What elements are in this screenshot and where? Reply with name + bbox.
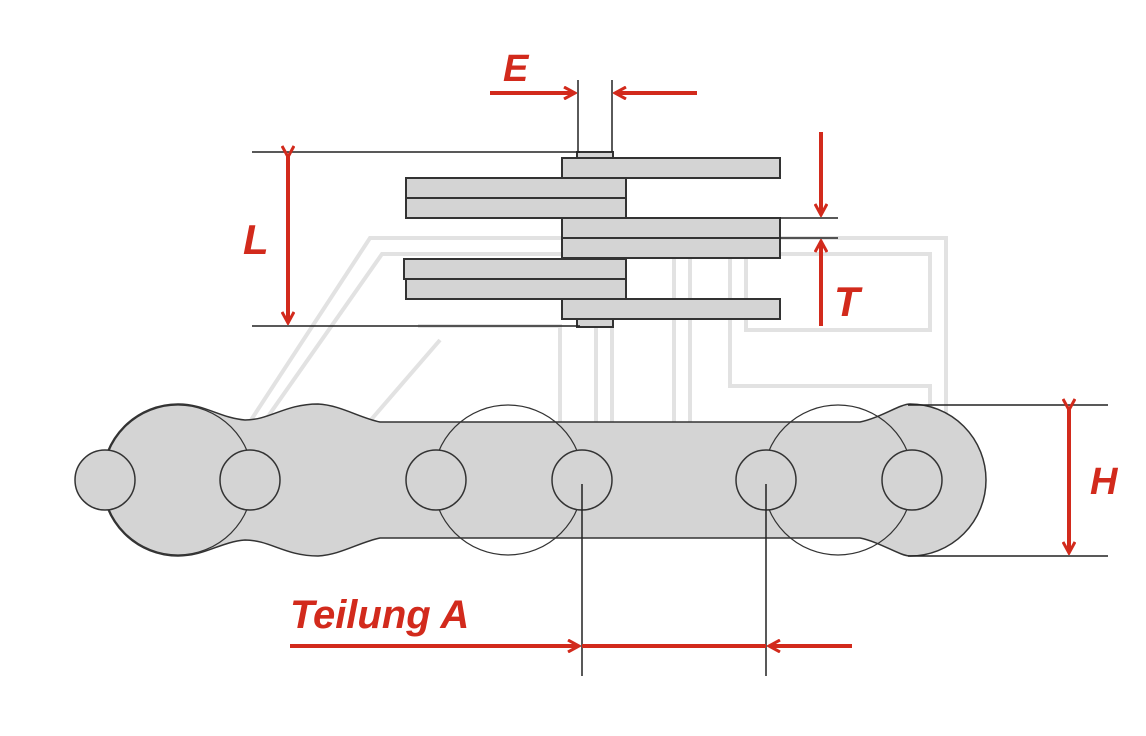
outer-plate-top bbox=[561, 157, 781, 179]
label-e: E bbox=[503, 48, 530, 90]
pin-hole-2 bbox=[219, 449, 281, 511]
plate-stack bbox=[403, 151, 781, 328]
extension-lines bbox=[252, 80, 1108, 676]
pin-hole-6 bbox=[881, 449, 943, 511]
chain-side-view bbox=[74, 403, 987, 557]
outer-plate-mid-b bbox=[561, 237, 781, 259]
pin-bottom bbox=[576, 318, 614, 328]
inner-plate-b bbox=[405, 197, 627, 219]
inner-plate-a bbox=[405, 177, 627, 199]
dimension-labels: E L T H Teilung A bbox=[243, 48, 1119, 637]
label-pitch: Teilung A bbox=[290, 593, 469, 637]
outer-plate-mid-a bbox=[561, 217, 781, 239]
dimension-arrows bbox=[288, 93, 1069, 646]
inner-plate-d bbox=[405, 278, 627, 300]
label-t: T bbox=[834, 278, 863, 325]
pin-hole-1 bbox=[74, 449, 136, 511]
outer-plate-bottom bbox=[561, 298, 781, 320]
pin-hole-3 bbox=[405, 449, 467, 511]
label-h: H bbox=[1090, 461, 1119, 503]
inner-plate-c bbox=[403, 258, 627, 280]
label-l: L bbox=[243, 216, 269, 263]
